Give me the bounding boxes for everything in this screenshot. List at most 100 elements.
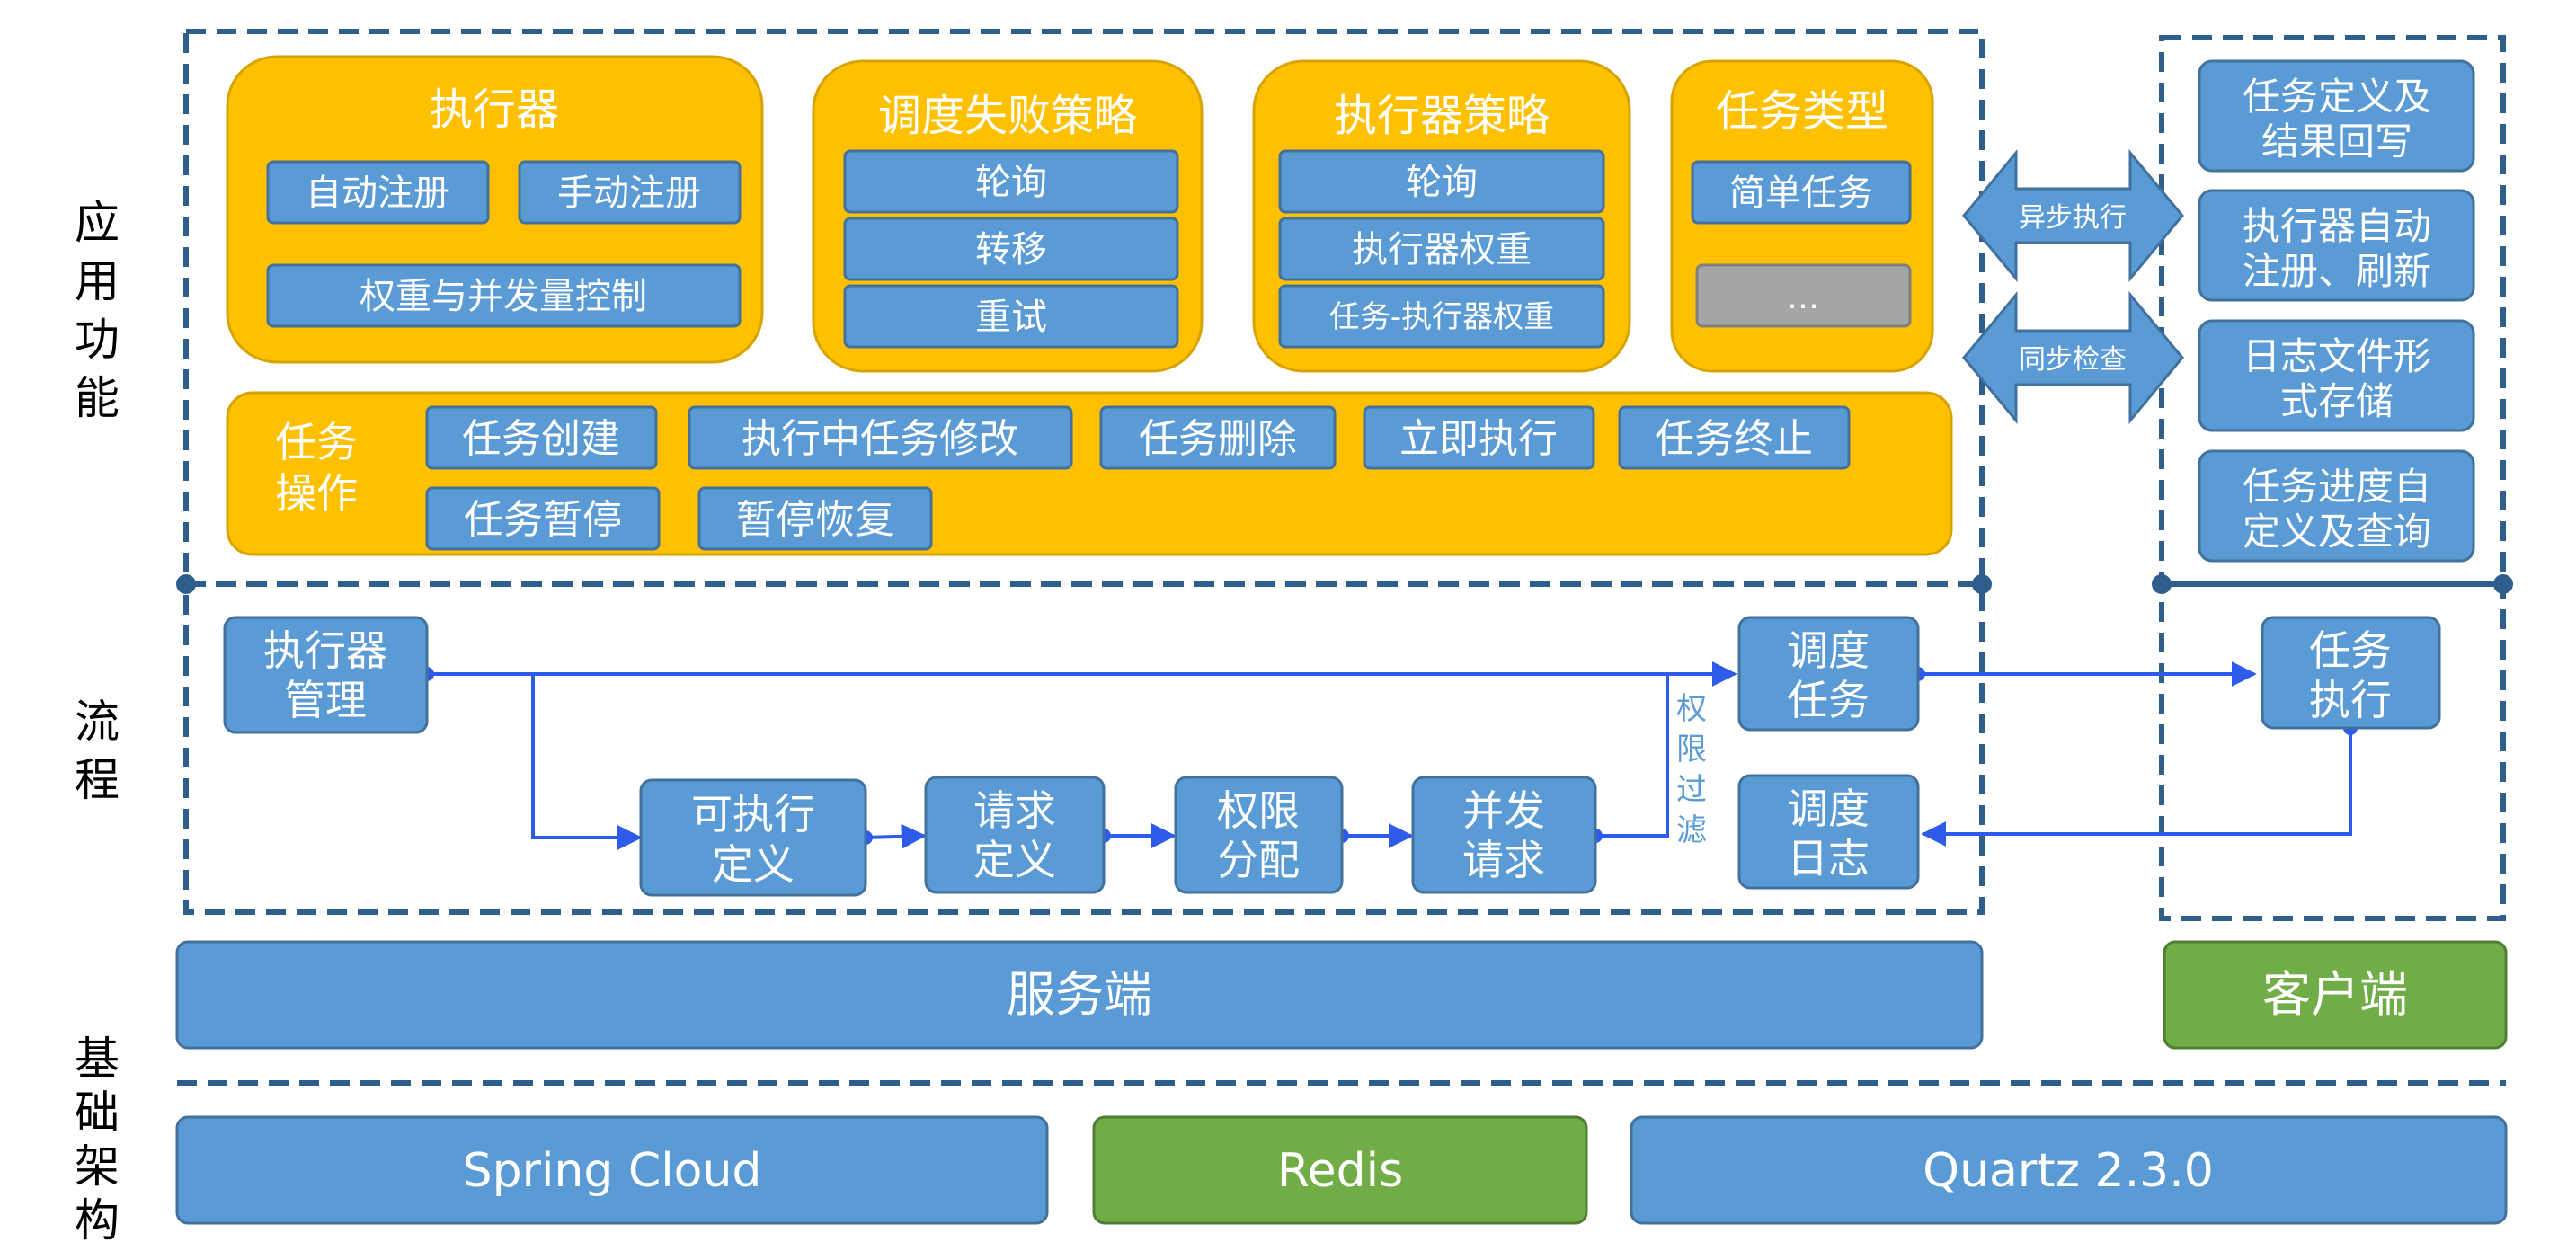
client-feature-definition[interactable]: 任务定义及 结果回写	[2198, 59, 2475, 173]
failure-strategy-transfer[interactable]: 转移	[843, 217, 1179, 281]
permission-assign-node[interactable]: 权限 分配	[1174, 776, 1344, 894]
svg-text:任务终止: 任务终止	[1655, 416, 1813, 462]
svg-text:服务端: 服务端	[1007, 966, 1152, 1023]
executor-strategy-title: 执行器策略	[1334, 91, 1550, 141]
task-pause-button[interactable]: 任务暂停	[425, 486, 661, 551]
redis-bar[interactable]: Redis	[1092, 1115, 1588, 1225]
svg-text:暂停恢复: 暂停恢复	[736, 497, 894, 543]
client-feature-log-storage[interactable]: 日志文件形 式存储	[2198, 319, 2475, 432]
quartz-bar[interactable]: Quartz 2.3.0	[1630, 1115, 2508, 1225]
executor-panel: 执行器 自动注册 手动注册 权重与并发量控制	[226, 55, 764, 364]
executor-strategy-panel: 执行器策略 轮询 执行器权重 任务-执行器权重	[1252, 59, 1631, 373]
svg-text:日志: 日志	[1787, 834, 1870, 883]
svg-text:任务: 任务	[1787, 676, 1870, 724]
executable-definition-node[interactable]: 可执行 定义	[639, 778, 867, 897]
permission-filter-label: 权 限 过 滤	[1676, 691, 1707, 848]
weight-control-button[interactable]: 权重与并发量控制	[266, 263, 742, 328]
task-create-button[interactable]: 任务创建	[425, 405, 658, 470]
mgmt-to-executable-line	[531, 674, 643, 850]
concurrent-request-node[interactable]: 并发 请求	[1411, 776, 1597, 894]
svg-text:过: 过	[1676, 772, 1707, 808]
svg-text:定义: 定义	[973, 836, 1056, 884]
schedule-log-node[interactable]: 调度 日志	[1737, 774, 1920, 890]
svg-text:权: 权	[1676, 691, 1707, 727]
task-terminate-button[interactable]: 任务终止	[1618, 405, 1851, 470]
svg-text:用: 用	[75, 255, 120, 307]
svg-text:调度: 调度	[1787, 785, 1870, 833]
frame-joints	[176, 574, 2513, 594]
failure-strategy-retry[interactable]: 重试	[843, 284, 1179, 349]
svg-text:Redis: Redis	[1277, 1144, 1403, 1198]
schedule-task-node[interactable]: 调度 任务	[1737, 616, 1920, 732]
more-task-types[interactable]: …	[1695, 263, 1912, 328]
executor-strategy-poll[interactable]: 轮询	[1278, 149, 1605, 214]
svg-text:Spring Cloud: Spring Cloud	[463, 1144, 762, 1198]
svg-text:构: 构	[75, 1194, 120, 1242]
svg-text:…: …	[1787, 279, 1819, 316]
svg-text:可执行: 可执行	[691, 790, 815, 838]
svg-text:程: 程	[75, 754, 120, 806]
svg-text:权重与并发量控制: 权重与并发量控制	[360, 276, 647, 317]
task-type-panel: 任务类型 简单任务 …	[1670, 59, 1934, 373]
svg-text:客户端: 客户端	[2262, 966, 2408, 1023]
svg-text:同步检查: 同步检查	[2019, 344, 2127, 376]
svg-text:立即执行: 立即执行	[1399, 416, 1558, 462]
client-feature-progress[interactable]: 任务进度自 定义及查询	[2198, 449, 2475, 563]
task-ops-panel: 任务 操作 任务创建 执行中任务修改 任务删除 立即执行 任务终止 任务暂停 暂	[226, 391, 1953, 556]
executor-strategy-task-weight[interactable]: 任务-执行器权重	[1278, 284, 1605, 349]
section-label-flow: 流 程	[75, 696, 120, 806]
server-layer-bar[interactable]: 服务端	[175, 940, 1984, 1050]
simple-task-button[interactable]: 简单任务	[1691, 160, 1912, 225]
task-ops-label: 任务	[275, 418, 358, 466]
task-modify-button[interactable]: 执行中任务修改	[688, 405, 1073, 470]
auto-register-button[interactable]: 自动注册	[266, 160, 490, 225]
executor-strategy-weight[interactable]: 执行器权重	[1278, 217, 1605, 281]
svg-text:日志文件形: 日志文件形	[2243, 334, 2431, 378]
failure-strategy-panel: 调度失败策略 轮询 转移 重试	[812, 59, 1204, 373]
svg-text:任务定义及: 任务定义及	[2243, 75, 2431, 119]
dashed-frames	[183, 29, 2506, 921]
svg-text:重试: 重试	[975, 297, 1047, 338]
svg-text:滤: 滤	[1676, 812, 1707, 848]
run-now-button[interactable]: 立即执行	[1363, 405, 1595, 470]
executor-management-node[interactable]: 执行器 管理	[223, 616, 429, 734]
async-arrow: 异步执行	[1962, 148, 2184, 283]
execute-to-log-line	[1921, 728, 2352, 847]
svg-text:任务: 任务	[2309, 626, 2392, 675]
failure-strategy-poll[interactable]: 轮询	[843, 149, 1179, 214]
svg-text:自动注册: 自动注册	[306, 173, 449, 214]
svg-text:轮询: 轮询	[1406, 162, 1478, 203]
pause-resume-button[interactable]: 暂停恢复	[697, 486, 933, 551]
request-definition-node[interactable]: 请求 定义	[924, 776, 1106, 894]
svg-text:功: 功	[75, 314, 120, 366]
svg-text:简单任务: 简单任务	[1729, 173, 1873, 214]
svg-text:架: 架	[75, 1140, 120, 1193]
spring-cloud-bar[interactable]: Spring Cloud	[175, 1115, 1049, 1225]
svg-text:定义: 定义	[712, 840, 795, 889]
svg-text:结果回写: 结果回写	[2261, 120, 2412, 164]
svg-text:调度: 调度	[1787, 626, 1870, 675]
client-feature-auto-register[interactable]: 执行器自动 注册、刷新	[2198, 189, 2475, 302]
svg-text:任务进度自: 任务进度自	[2243, 465, 2431, 509]
task-execute-node[interactable]: 任务 执行	[2261, 616, 2441, 730]
executable-to-request-line	[865, 823, 927, 849]
manual-register-button[interactable]: 手动注册	[518, 160, 742, 225]
section-label-infra: 基 础 架 构	[75, 1033, 120, 1242]
svg-text:并发: 并发	[1462, 786, 1545, 835]
svg-text:式存储: 式存储	[2280, 379, 2394, 423]
svg-text:定义及查询: 定义及查询	[2243, 510, 2431, 554]
svg-text:转移: 转移	[975, 229, 1047, 271]
svg-text:手动注册: 手动注册	[557, 173, 701, 214]
svg-text:能: 能	[75, 372, 120, 424]
task-ops-label-2: 操作	[275, 469, 358, 518]
client-layer-bar[interactable]: 客户端	[2163, 940, 2508, 1050]
svg-text:请求: 请求	[973, 786, 1056, 835]
svg-text:基: 基	[75, 1033, 120, 1085]
svg-text:分配: 分配	[1217, 836, 1300, 884]
svg-text:Quartz 2.3.0: Quartz 2.3.0	[1923, 1144, 2214, 1198]
failure-strategy-title: 调度失败策略	[878, 91, 1137, 141]
task-delete-button[interactable]: 任务删除	[1099, 405, 1337, 470]
svg-text:应: 应	[75, 197, 120, 249]
